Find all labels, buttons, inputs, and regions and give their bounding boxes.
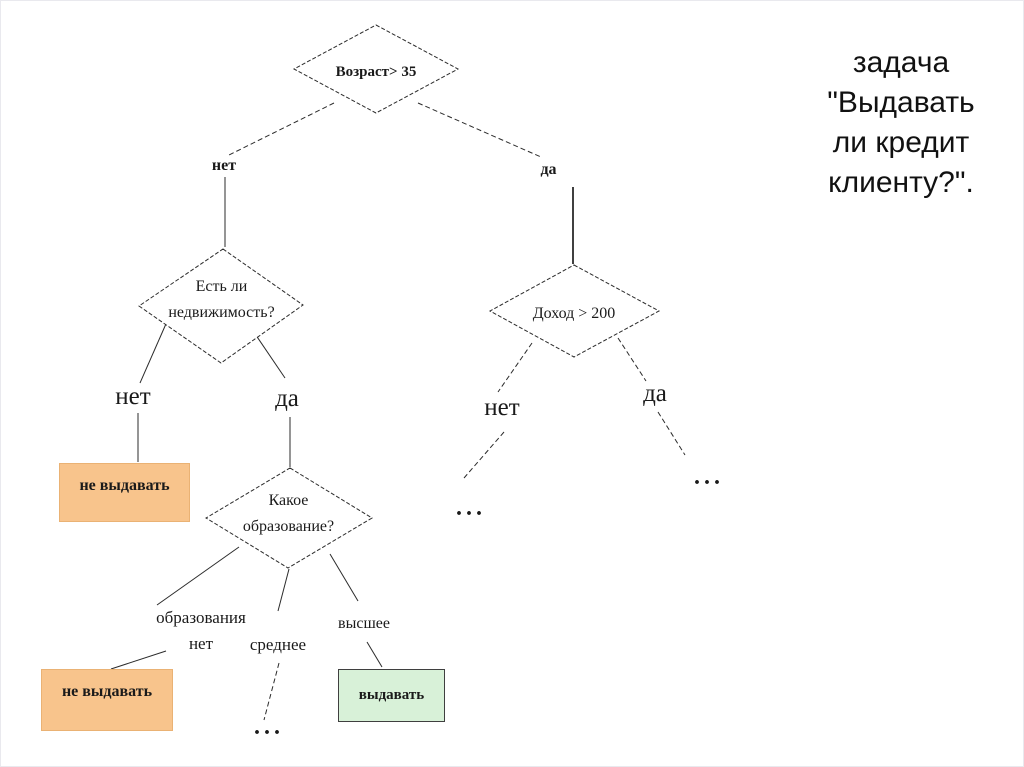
edge-estate-no-label: нет [115, 383, 151, 410]
leaf-deny-estate-label: не выдавать [79, 476, 170, 494]
edge-age-no-line [228, 102, 335, 156]
node-estate-label: Есть ли недвижимость? [149, 274, 294, 326]
node-income-label: Доход > 200 [504, 301, 644, 327]
leaf-grant-education-box: выдавать [338, 669, 445, 722]
slide-title: задача "Выдавать ли кредит клиенту?". [799, 43, 1003, 203]
node-estate-label-line: недвижимость? [168, 304, 275, 321]
edge-edu-none-drop [110, 650, 167, 670]
edge-edu-higher-line [329, 553, 359, 602]
leaf-deny-education-box: не выдавать [41, 669, 173, 731]
node-education-label-line: образование? [242, 518, 335, 535]
edge-estate-no-line [139, 316, 170, 384]
edge-income-no-drop [463, 431, 505, 479]
edge-estate-yes-label: да [275, 385, 299, 412]
slide-title-line: клиенту?". [828, 166, 974, 199]
leaf-ellipsis-income-no: ... [456, 495, 486, 521]
edge-income-no-line [497, 342, 533, 393]
edge-income-no-label: нет [484, 394, 520, 421]
node-age-label-line: Возраст> 35 [335, 64, 417, 80]
slide-title-line: задача [852, 46, 950, 79]
node-education-diamond [205, 467, 373, 569]
edge-edu-higher-label: высшее [338, 615, 390, 632]
leaf-ellipsis-income-yes: ... [694, 464, 724, 490]
slide-title-line: "Выдавать [827, 86, 975, 119]
edge-edu-none-label: образования нет [144, 605, 258, 657]
edge-income-yes-label: да [643, 380, 667, 407]
edge-edu-none-label-line: нет [188, 634, 214, 653]
node-estate-diamond [138, 248, 304, 364]
slide-title-line: ли кредит [832, 126, 970, 159]
edge-edu-secondary-label: среднее [249, 635, 307, 654]
edge-edu-secondary-line [277, 568, 290, 612]
node-income-diamond [488, 264, 661, 358]
edge-age-no-label: нет [211, 157, 237, 174]
node-education-label: Какое образование? [211, 488, 366, 540]
edge-age-yes-line [417, 102, 542, 158]
node-age-diamond [292, 24, 460, 114]
edge-income-yes-line [617, 337, 647, 382]
edge-edu-none-label-line: образования [156, 608, 246, 627]
edge-edu-higher-drop [366, 641, 383, 668]
edge-age-yes-label: да [540, 161, 557, 178]
node-income-label-line: Доход > 200 [532, 305, 616, 322]
node-estate-label-line: Есть ли [195, 278, 248, 295]
edge-income-yes-drop [657, 411, 686, 456]
node-age-label: Возраст> 35 [296, 59, 456, 85]
leaf-ellipsis-secondary: ... [254, 714, 284, 740]
edge-edu-none-line [156, 546, 240, 606]
edge-edu-secondary-drop [263, 662, 280, 721]
node-education-label-line: Какое [268, 492, 309, 509]
leaf-grant-education-label: выдавать [358, 687, 425, 703]
leaf-deny-estate-box: не выдавать [59, 463, 190, 522]
leaf-deny-education-label: не выдавать [61, 683, 153, 700]
